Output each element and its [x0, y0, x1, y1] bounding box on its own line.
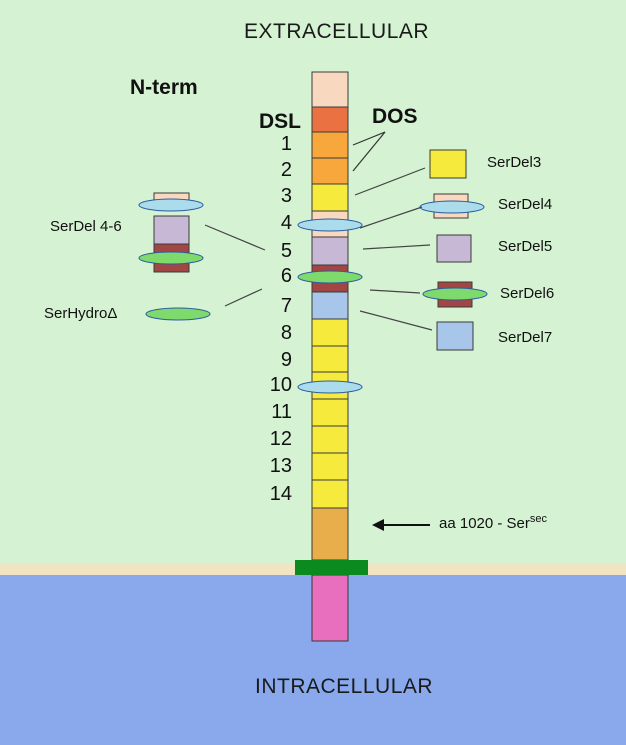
connector-serdel5 [362, 244, 431, 250]
repeat-9 [311, 345, 349, 373]
repeat-13 [311, 452, 349, 481]
n-term-label: N-term [130, 76, 198, 99]
serhydro-label: SerHydroΔ [44, 305, 118, 322]
repeat-11 [311, 398, 349, 427]
connector-serdel4 [359, 206, 423, 229]
repeat-12 [311, 425, 349, 454]
serdel7-box [436, 321, 474, 351]
repeat-5 [311, 236, 349, 266]
aa1020-arrow-head [372, 519, 384, 531]
repeat-3 [311, 183, 349, 212]
glyco-site-repeat-10 [297, 380, 363, 394]
transmembrane-domain [295, 560, 368, 575]
repeat-number-2: 2 [280, 159, 292, 181]
repeat-number-12: 12 [269, 428, 292, 450]
dsl-segment [311, 106, 349, 133]
serdel-4-6-construct [138, 192, 204, 273]
serdel5-box [436, 234, 472, 263]
repeat-number-1: 1 [280, 133, 292, 155]
dos-line-1 [352, 131, 386, 146]
connector-serhydro [224, 288, 263, 307]
repeat-number-7: 7 [280, 295, 292, 317]
serdel6-label: SerDel6 [500, 285, 555, 302]
serrate-column [311, 71, 349, 642]
repeat-number-5: 5 [280, 240, 292, 262]
connector-serdel3 [354, 167, 426, 196]
serdel3-label: SerDel3 [487, 154, 542, 171]
repeat-number-3: 3 [280, 185, 292, 207]
repeat-number-6: 6 [280, 265, 292, 287]
serdel6-glyco [422, 287, 488, 301]
serdel3-box [429, 149, 467, 179]
repeat-2 [311, 157, 349, 185]
glyco-site-repeat-4 [297, 218, 363, 232]
intracellular-label: INTRACELLULAR [255, 675, 434, 698]
connector-serdel-4-6 [204, 224, 266, 251]
repeat-number-14: 14 [269, 483, 292, 505]
repeat-number-4: 4 [280, 212, 292, 234]
repeat-14 [311, 479, 349, 509]
connector-serdel6 [369, 289, 421, 294]
repeat-number-9: 9 [280, 349, 292, 371]
serdel-4-6-glyco-green [138, 251, 204, 265]
serdel-4-6-glyco-blue [138, 198, 204, 212]
n-term-segment [311, 71, 349, 108]
repeat-number-10: 10 [269, 374, 292, 396]
serdel4-glyco [419, 200, 485, 214]
serdel6-construct [422, 281, 488, 308]
serdel4-construct [419, 193, 485, 219]
extracellular-label: EXTRACELLULAR [244, 20, 430, 43]
glyco-site-repeat-6 [297, 270, 363, 284]
serdel-4-6-lilac [153, 215, 190, 245]
aa1020-annotation: aa 1020 - Sersec [439, 513, 547, 532]
serdel-4-6-label: SerDel 4-6 [50, 218, 122, 235]
connector-serdel7 [359, 310, 433, 331]
repeat-7 [311, 291, 349, 320]
serdel4-label: SerDel4 [498, 196, 553, 213]
repeat-1 [311, 131, 349, 159]
dsl-label: DSL [259, 110, 301, 133]
serdel7-label: SerDel7 [498, 329, 553, 346]
repeat-number-13: 13 [269, 455, 292, 477]
repeat-8 [311, 318, 349, 347]
repeat-number-8: 8 [280, 322, 292, 344]
dos-label: DOS [372, 105, 418, 128]
repeat-number-11: 11 [271, 401, 292, 423]
juxtamembrane-segment [311, 507, 349, 561]
aa1020-superscript: sec [529, 513, 548, 525]
serdel5-label: SerDel5 [498, 238, 553, 255]
serhydro-glyco [145, 307, 211, 321]
dos-line-2 [352, 131, 386, 172]
intracellular-tail [311, 574, 349, 642]
aa1020-text: aa 1020 - Ser [439, 515, 530, 532]
